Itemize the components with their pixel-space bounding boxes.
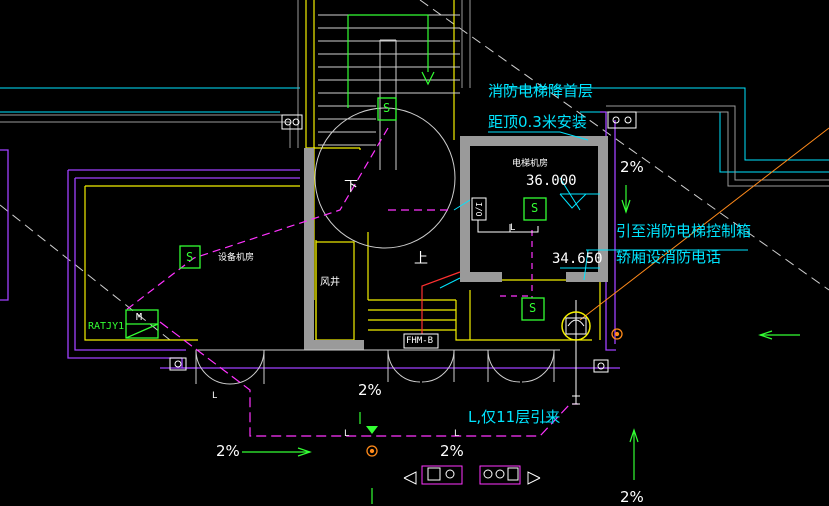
- note-panel-line2: 轿厢设消防电话: [616, 248, 722, 266]
- magenta-wiring: [125, 127, 578, 437]
- orange-leader: [579, 127, 829, 321]
- device-wiring: [477, 220, 580, 405]
- doors: [195, 349, 560, 385]
- machine-elevator-symbols: [559, 193, 600, 269]
- bottom-arrows: [403, 471, 541, 485]
- outer-walls: [0, 0, 829, 187]
- s-mark-4: S: [529, 301, 537, 315]
- coverage-circle: [314, 107, 456, 249]
- room-equipment-label: 设备机房: [218, 253, 255, 263]
- m-box-tag: RATJY1: [88, 321, 125, 332]
- slope-label-1: 2%: [620, 158, 644, 176]
- slope-label-3: 2%: [216, 442, 240, 460]
- line-tag-4: L: [510, 223, 516, 233]
- slope-label-5: 2%: [620, 488, 644, 506]
- slope-arrows: [366, 426, 378, 434]
- note-panel-line1: 引至消防电梯控制箱: [616, 222, 752, 240]
- bottom-fixtures: [421, 465, 521, 485]
- level-bottom: 34.650: [552, 251, 603, 267]
- stair-down-label: 下: [344, 179, 358, 195]
- bottom-fixtures-inner: [427, 467, 519, 481]
- leader-lines: [439, 131, 748, 423]
- io-tag: I/O: [474, 202, 483, 217]
- wall-fixtures: [281, 111, 637, 130]
- line-tag-1: L: [212, 391, 218, 401]
- level-top: 36.000: [526, 173, 577, 189]
- fhm-box: [403, 333, 439, 349]
- stair-treads: [318, 14, 460, 170]
- green-lines: [242, 14, 800, 504]
- s-mark-2: S: [186, 250, 194, 264]
- thick-walls: [304, 136, 608, 350]
- fire-phone-icon: [561, 311, 591, 341]
- note-elevator-line1: 消防电梯降首层: [488, 82, 594, 100]
- m-box: [125, 309, 159, 339]
- outer-building-lines: [0, 0, 829, 173]
- red-wiring: [421, 271, 461, 334]
- s-devices: [179, 97, 547, 321]
- s-mark-1: S: [383, 101, 391, 115]
- slope-label-2: 2%: [358, 381, 382, 399]
- m-box-label: M: [136, 312, 143, 323]
- line-tag-2: L: [344, 429, 350, 439]
- note-from-floor: L,仅11层引来: [468, 408, 561, 426]
- floor-drains: [169, 357, 609, 373]
- stair-up-label: 上: [414, 251, 428, 267]
- s-mark-3: S: [531, 201, 539, 215]
- slope-label-4: 2%: [440, 442, 464, 460]
- fhm-tag: FHM-B: [406, 336, 434, 346]
- drain-markers: [366, 328, 623, 457]
- room-shaft-label: 风井: [320, 277, 340, 288]
- io-box: [471, 197, 487, 221]
- room-machine-label: 电梯机房: [512, 159, 549, 169]
- guide-lines: [0, 0, 829, 341]
- note-elevator-line2: 距顶0.3米安装: [488, 113, 587, 131]
- line-tag-3: L: [454, 429, 460, 439]
